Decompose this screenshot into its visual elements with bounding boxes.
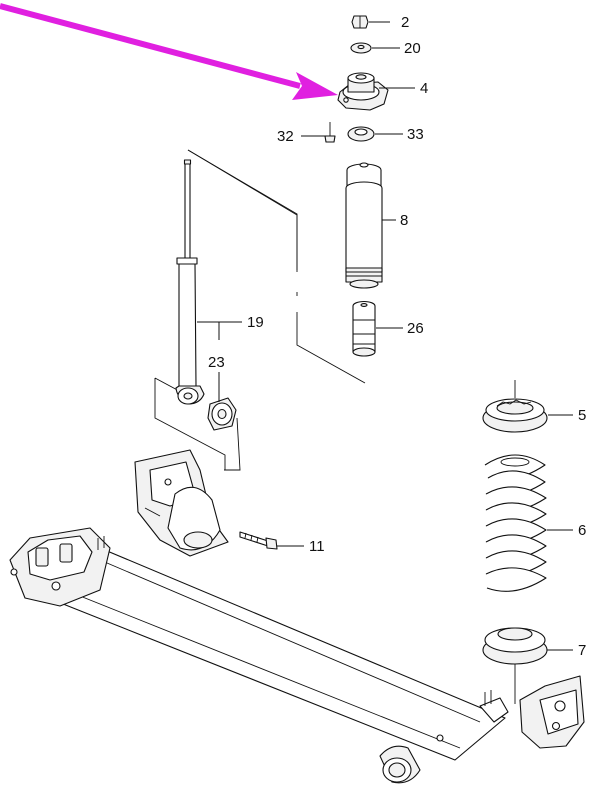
part-4-upper-mount bbox=[337, 72, 389, 111]
callout-32: 32 bbox=[277, 128, 294, 145]
callout-5: 5 bbox=[578, 407, 586, 424]
part-8-dust-boot bbox=[345, 162, 383, 289]
rear-axle-beam bbox=[9, 449, 585, 784]
callout-20: 20 bbox=[404, 40, 421, 57]
part-5-upper-spring-seat bbox=[482, 380, 548, 433]
part-32-bolt bbox=[324, 122, 336, 143]
part-33-seat bbox=[347, 126, 375, 142]
part-23-bushing bbox=[207, 397, 237, 431]
highlight-arrow-shaft bbox=[0, 3, 301, 89]
arrow-head-icon bbox=[292, 72, 338, 100]
callout-26: 26 bbox=[407, 320, 424, 337]
highlight-arrow bbox=[0, 3, 338, 100]
callout-2: 2 bbox=[401, 14, 409, 31]
part-20-washer bbox=[350, 42, 372, 54]
callout-8: 8 bbox=[400, 212, 408, 229]
callout-33: 33 bbox=[407, 126, 424, 143]
shock-assembly-bracket bbox=[187, 149, 298, 270]
shock-assembly-bracket-line bbox=[187, 149, 366, 384]
part-11-bolt bbox=[239, 531, 278, 550]
callout-23: 23 bbox=[208, 354, 225, 371]
callout-19: 19 bbox=[247, 314, 264, 331]
part-26-bump-stop bbox=[352, 300, 376, 357]
callout-11: 11 bbox=[309, 538, 325, 555]
leader-lines bbox=[197, 21, 573, 651]
part-19-shock-absorber bbox=[175, 159, 205, 405]
callout-4: 4 bbox=[420, 80, 428, 97]
part-2-nut bbox=[351, 15, 369, 29]
part-6-coil-spring bbox=[484, 454, 547, 592]
callout-6: 6 bbox=[578, 522, 586, 539]
callout-7: 7 bbox=[578, 642, 586, 659]
